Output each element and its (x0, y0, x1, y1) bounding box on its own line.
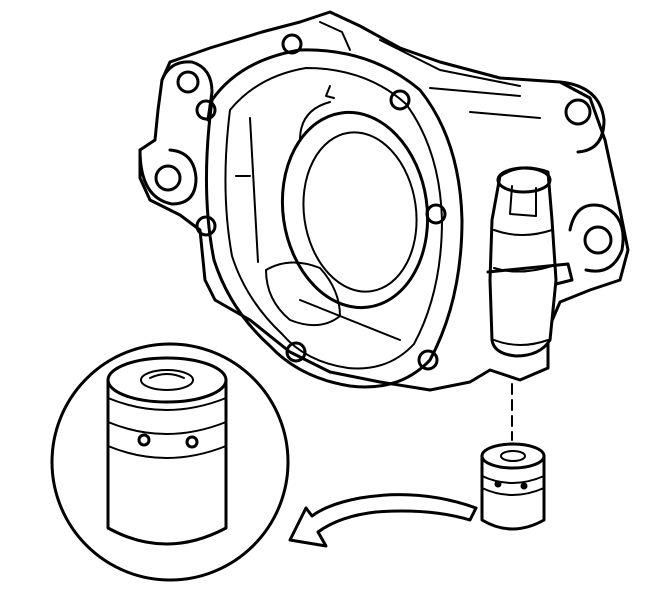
valve-boss-top (496, 166, 552, 194)
valve-boss-bracket (486, 262, 574, 286)
detail-valve-bevel (107, 397, 227, 411)
bore-depth-line (299, 101, 331, 141)
valve-top-face (480, 442, 546, 470)
direction-arrow (288, 493, 478, 548)
central-bore-outer (280, 110, 430, 310)
right-lower-ear (568, 203, 625, 273)
inner-rib-c (299, 299, 401, 341)
flange-outer (204, 48, 464, 389)
flange-hole-bottom (285, 341, 307, 363)
right-lower-hole (583, 225, 613, 255)
flange-hole-upper-right (389, 89, 411, 111)
top-fin-d (469, 111, 541, 119)
arrow-shaft (288, 493, 478, 548)
inner-rib-d (325, 85, 335, 99)
detail-valve-groove-lower (107, 445, 227, 459)
lower-left-ear (138, 148, 198, 206)
detail-valve-top-face (106, 356, 228, 404)
central-bore-inner (302, 131, 418, 293)
inner-rib-a (249, 117, 259, 263)
left-mount-ear (160, 60, 214, 122)
detail-valve-top-recess-outer (140, 369, 194, 391)
detail-valve-port-a (137, 433, 151, 447)
top-fin-b (379, 39, 521, 87)
flange-hole-lower-left (195, 215, 217, 237)
valve-groove-lower (481, 487, 545, 496)
flange-hole-bottom-right (417, 349, 439, 371)
detail-circle (50, 342, 290, 582)
valve-groove (481, 475, 545, 484)
top-fin-a (319, 21, 351, 51)
valve-boss-slot (509, 185, 537, 217)
valve-body (480, 454, 546, 531)
left-mount-hole (176, 70, 200, 94)
valve-boss-ring-a (493, 229, 553, 236)
magnified-valve-detail (50, 342, 290, 582)
detail-valve-groove-upper (107, 421, 227, 435)
valve-boss (488, 166, 558, 358)
detail-valve-top-recess-inner (149, 373, 185, 379)
pressure-relief-valve (480, 442, 546, 531)
right-upper-hole (564, 98, 592, 126)
top-fin-c (429, 87, 521, 97)
detail-valve-body (106, 378, 228, 546)
oil-pump-housing (138, 10, 630, 392)
valve-port-a (494, 480, 502, 488)
valve-top-recess (500, 450, 526, 462)
flange-inner (224, 67, 443, 370)
detail-valve-port-b (185, 435, 199, 449)
flange-hole-top (281, 33, 303, 55)
right-mount-ear (558, 80, 606, 154)
valve-port-b (520, 482, 528, 490)
lower-left-hole (154, 164, 182, 192)
flange-hole-left (195, 99, 217, 121)
valve-boss-ring-c (493, 339, 549, 346)
